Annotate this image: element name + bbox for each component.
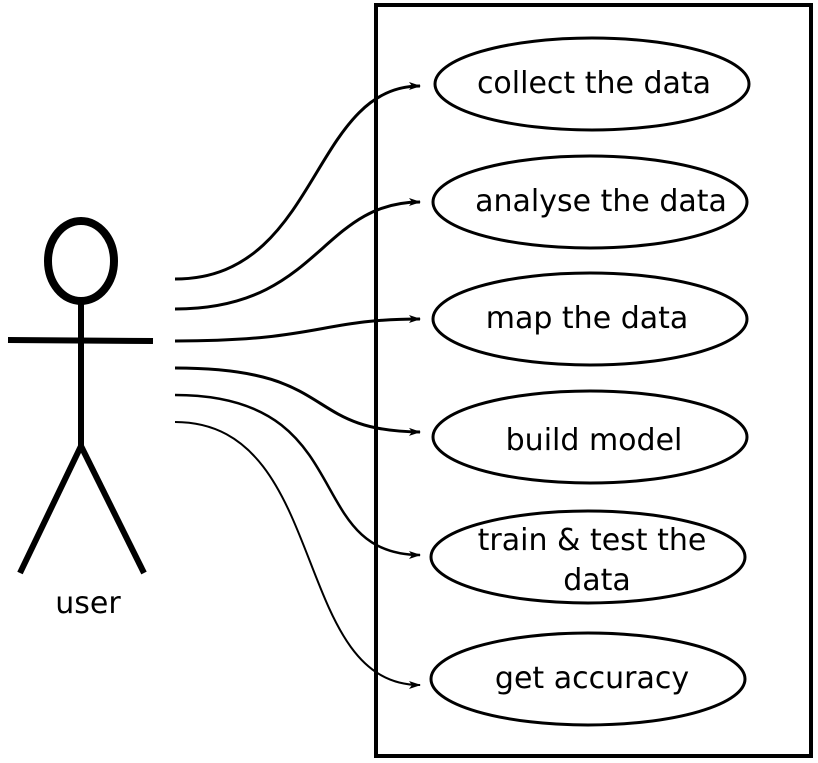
actor-arms: [7, 337, 154, 344]
actor-head: [44, 217, 118, 305]
system-boundary: [374, 3, 813, 758]
use-case-label: build model: [506, 423, 683, 458]
actor-user: user: [7, 217, 154, 621]
association-analyse: [174, 198, 421, 311]
actor-left-leg: [17, 444, 84, 575]
use-case-label: analyse the data: [475, 184, 727, 219]
associations: [174, 82, 421, 689]
actor-right-leg: [78, 444, 147, 575]
use-case-label: collect the data: [477, 66, 711, 101]
use-case-ellipse: [431, 154, 749, 250]
association-build: [174, 366, 421, 436]
use-case-analyse: analyse the data: [431, 154, 749, 250]
use-case-map: map the data: [431, 271, 749, 367]
use-case-label: map the data: [486, 301, 689, 336]
association-collect: [174, 82, 421, 281]
use-case-label: get accuracy: [495, 661, 689, 696]
use-case-label-line-2: data: [563, 563, 631, 598]
use-case-train: train & test the data: [429, 509, 747, 605]
use-case-ellipse: [429, 509, 747, 605]
use-case-ellipse: [429, 631, 747, 727]
use-case-collect: collect the data: [433, 36, 751, 132]
use-case-ellipse: [431, 271, 749, 367]
use-case-ellipse: [433, 36, 751, 132]
use-case-accuracy: get accuracy: [429, 631, 747, 727]
association-train: [174, 393, 421, 559]
use-case-build: build model: [431, 389, 749, 485]
actor-label: user: [55, 586, 121, 621]
association-map: [174, 315, 421, 343]
use-case-ellipse: [431, 389, 749, 485]
use-case-label-line-1: train & test the: [478, 523, 707, 558]
association-accuracy: [174, 421, 421, 689]
